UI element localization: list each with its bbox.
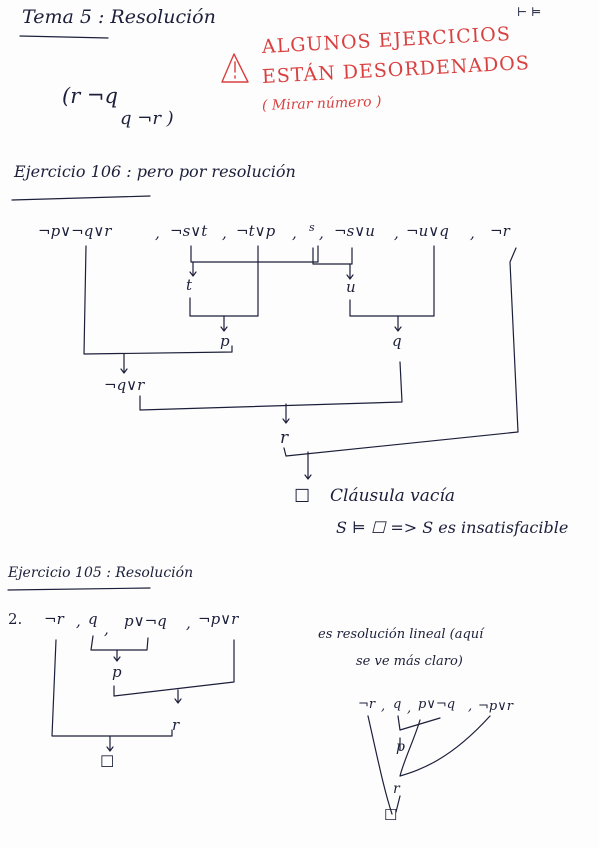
step-u: u [346,278,356,296]
step-105-r: r [172,716,180,734]
separator: , [394,224,399,242]
title-underline [19,35,109,39]
heading-underline [7,587,151,591]
corner-mark: ⊢ ⊨ [517,5,542,19]
separator: , [470,224,475,242]
separator: , [104,620,109,638]
formula-line-1: (r ¬q [62,84,118,108]
separator: , [186,614,191,632]
linear-note-line-1: es resolución lineal (aquí [318,627,484,642]
separator: , [381,699,386,714]
exercise-105-heading: Ejercicio 105 : Resolución [8,565,194,581]
empty-clause-symbol: ☐ [294,486,311,507]
clause-106-4: s [309,221,315,234]
clause-106-2: ¬s∨t [170,222,208,240]
linear-clause-2: q [393,697,402,712]
step-not-q-or-r: ¬q∨r [104,376,145,394]
step-t: t [186,276,193,294]
empty-clause-label: Cláusula vacía [330,486,456,506]
linear-clause-4: ¬p∨r [478,699,513,714]
exercise-106-heading: Ejercicio 106 : pero por resolución [14,162,296,181]
linear-empty-clause-symbol: ☐ [384,806,398,824]
clause-105-2: q [88,610,98,628]
linear-clause-1: ¬r [358,697,376,712]
linear-clause-3: p∨¬q [418,697,456,712]
linear-note-line-2: se ve más claro) [356,654,463,669]
separator: , [407,701,412,716]
clause-106-6: ¬u∨q [406,222,449,240]
separator: , [155,224,160,242]
page-title: Tema 5 : Resolución [22,6,216,28]
separator: , [76,612,81,630]
step-p: p [220,332,230,350]
separator: , [292,224,297,242]
clause-106-7: ¬r [490,222,510,240]
step-r: r [280,428,289,448]
conclusion: S ⊨ ☐ => S es insatisfacible [336,518,569,537]
separator: , [319,224,324,242]
step-105-p: p [112,663,122,681]
empty-clause-symbol: ☐ [100,752,115,771]
linear-step-r: r [393,781,400,797]
clause-106-3: ¬t∨p [236,222,276,240]
formula-line-2: q ¬r ) [120,108,174,129]
separator: , [468,699,473,714]
clause-105-4: ¬p∨r [198,610,239,628]
clause-106-1: ¬p∨¬q∨r [38,222,112,240]
exercise-105-number: 2. [8,610,23,628]
clause-105-1: ¬r [44,610,64,628]
clause-106-5: ¬s∨u [334,222,375,240]
heading-underline [11,195,151,201]
clause-105-3: p∨¬q [124,612,167,630]
warning-triangle-icon [221,53,249,83]
separator: , [222,224,227,242]
step-q: q [392,332,402,350]
